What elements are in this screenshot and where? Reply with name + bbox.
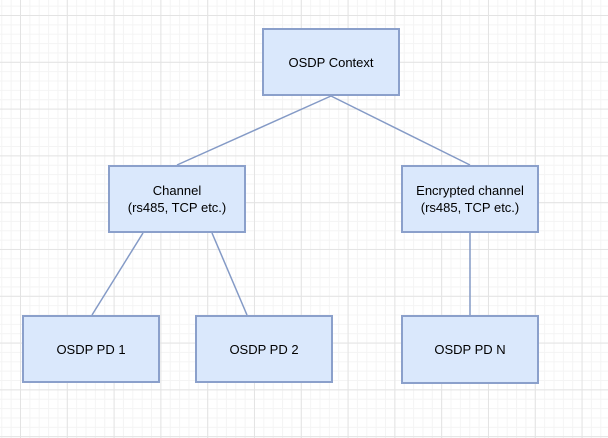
node-label: OSDP PD 2 <box>229 341 299 357</box>
node-encrypted-channel[interactable]: Encrypted channel (rs485, TCP etc.) <box>401 165 539 233</box>
node-osdp-pd-1[interactable]: OSDP PD 1 <box>22 315 160 383</box>
node-osdp-pd-2[interactable]: OSDP PD 2 <box>195 315 333 383</box>
node-label: OSDP PD 1 <box>56 341 126 357</box>
node-label: (rs485, TCP etc.) <box>127 200 227 215</box>
node-channel[interactable]: Channel (rs485, TCP etc.) <box>108 165 246 233</box>
node-label: Encrypted channel <box>416 183 524 198</box>
edge-context-to-channel[interactable] <box>176 95 332 166</box>
node-label: OSDP Context <box>288 54 374 70</box>
node-label: (rs485, TCP etc.) <box>420 200 520 215</box>
node-osdp-pd-n[interactable]: OSDP PD N <box>401 315 539 384</box>
edge-channel-to-pd1[interactable] <box>91 232 144 316</box>
edge-context-to-encrypted-channel[interactable] <box>330 95 471 166</box>
node-label: OSDP PD N <box>434 342 506 357</box>
edge-channel-to-pd2[interactable] <box>211 232 248 316</box>
node-label: Channel <box>152 183 202 198</box>
node-osdp-context[interactable]: OSDP Context <box>262 28 400 96</box>
